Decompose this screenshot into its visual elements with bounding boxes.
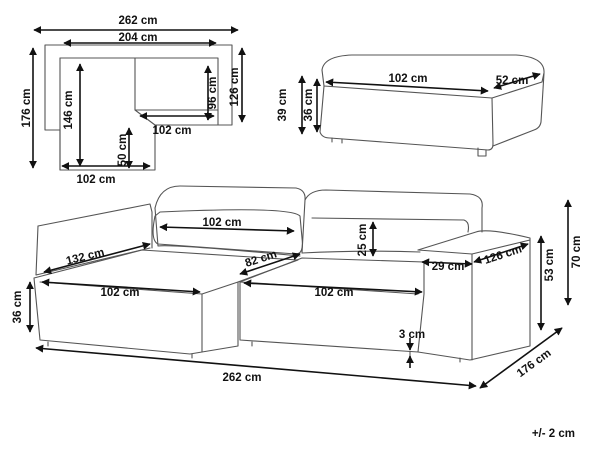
seat-width-left: 102 cm <box>100 287 139 299</box>
ottoman-depth: 52 cm <box>496 75 529 87</box>
ottoman-drawing: 102 cm 52 cm 39 cm 36 cm <box>277 54 545 157</box>
footprint-chaise-depth: 146 cm <box>63 90 75 129</box>
sofa-total-depth: 176 cm <box>515 347 554 380</box>
armrest-width: 29 cm <box>432 261 465 273</box>
total-height: 70 cm <box>571 236 583 269</box>
seat-width-right: 102 cm <box>314 287 353 299</box>
sofa-total-width: 262 cm <box>222 372 261 384</box>
backrest-width: 102 cm <box>202 217 241 229</box>
armrest-height: 53 cm <box>544 249 556 282</box>
sofa-drawing: 102 cm 25 cm 132 cm 82 cm 29 cm 126 cm 5… <box>12 185 583 390</box>
cushion-height: 25 cm <box>357 224 369 257</box>
footprint-total-width: 262 cm <box>118 15 157 27</box>
footprint-plan: 262 cm 204 cm 176 cm 146 cm 96 cm 126 cm… <box>21 15 246 186</box>
footprint-back-height-a: 96 cm <box>207 77 219 110</box>
ottoman-width: 102 cm <box>388 73 427 85</box>
footprint-chaise-width: 102 cm <box>76 174 115 186</box>
seat-height: 36 cm <box>12 291 24 324</box>
footprint-total-depth: 176 cm <box>21 88 33 127</box>
ottoman-height-body: 36 cm <box>303 89 315 122</box>
footprint-chaise-step: 50 cm <box>117 134 129 167</box>
footprint-inner-width: 204 cm <box>118 32 157 44</box>
leg-height: 3 cm <box>399 329 425 341</box>
ottoman-height-total: 39 cm <box>277 89 289 122</box>
tolerance-note: +/- 2 cm <box>532 428 575 440</box>
footprint-back-height-b: 126 cm <box>229 67 241 106</box>
footprint-seat-width: 102 cm <box>152 125 191 137</box>
